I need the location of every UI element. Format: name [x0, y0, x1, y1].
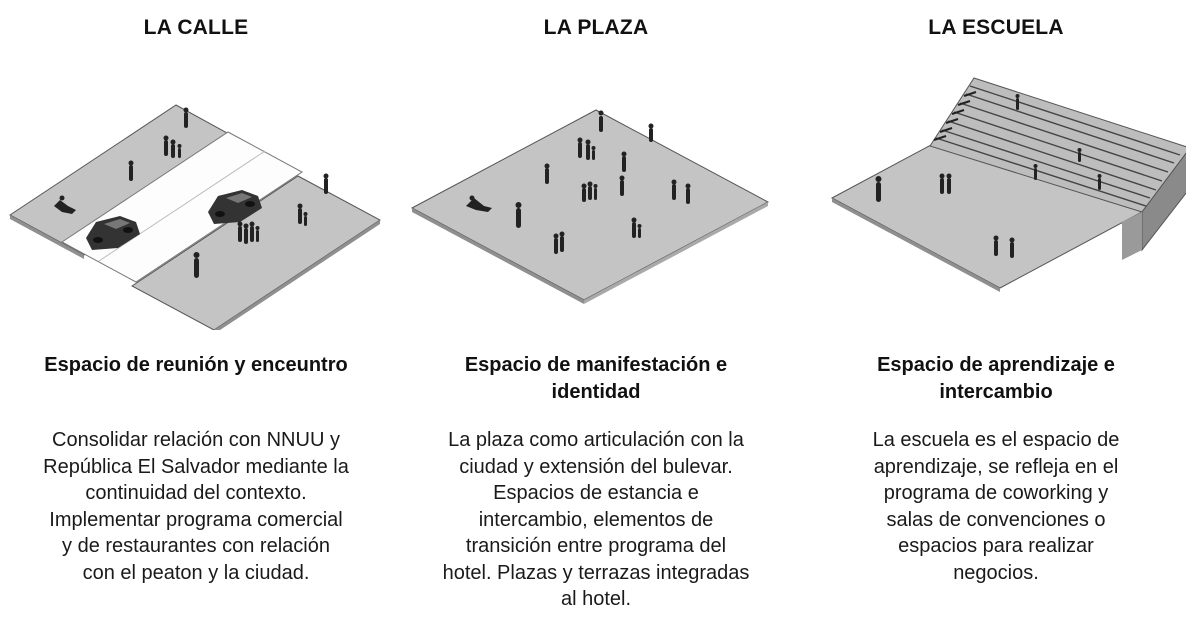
panel-title: LA CALLE — [143, 16, 249, 39]
heading-line: identidad — [551, 381, 641, 403]
description-line: continuidad del contexto. — [85, 482, 307, 504]
description-line: Consolidar relación con NNUU y — [52, 429, 340, 451]
heading-line: intercambio — [939, 381, 1053, 403]
panel-title: LA PLAZA — [543, 16, 649, 39]
panel-description: La plaza como articulación con la ciudad… — [406, 427, 786, 613]
panel-heading: Espacio de reunión y enceuntro — [44, 354, 348, 376]
description-line: hotel. Plazas y terrazas integradas — [442, 561, 750, 584]
description-line: programa de coworking y — [883, 482, 1109, 504]
panel-calle: LA CALLE — [6, 0, 386, 632]
panel-title: LA ESCUELA — [928, 16, 1064, 39]
panel-heading: Espacio de manifestación e identidad — [406, 352, 786, 406]
panel-description: Consolidar relación con NNUU y República… — [6, 427, 386, 586]
description-line: República El Salvador mediante la — [43, 455, 349, 478]
school-illustration — [806, 60, 1186, 330]
description-line: aprendizaje, se refleja en el — [873, 455, 1119, 478]
plaza-illustration — [406, 60, 786, 330]
heading-line: Espacio de manifestación e — [464, 354, 728, 376]
description-line: La escuela es el espacio de — [872, 429, 1120, 451]
description-line: transición entre programa del — [465, 535, 727, 557]
panel-heading: Espacio de aprendizaje e intercambio — [806, 352, 1186, 406]
heading-line: Espacio de aprendizaje e — [877, 354, 1115, 376]
description-line: al hotel. — [560, 588, 632, 610]
description-line: Implementar programa comercial — [49, 508, 343, 531]
description-line: salas de convenciones o — [886, 508, 1106, 531]
description-line: y de restaurantes con relación — [62, 535, 330, 557]
panel-plaza: LA PLAZA — [406, 0, 786, 632]
description-line: intercambio, elementos de — [478, 508, 714, 531]
description-line: espacios para realizar — [898, 535, 1094, 557]
panel-description: La escuela es el espacio de aprendizaje,… — [806, 427, 1186, 586]
description-line: ciudad y extensión del bulevar. — [459, 455, 733, 478]
description-line: negocios. — [953, 561, 1039, 584]
car-icon — [86, 216, 140, 250]
street-illustration — [6, 60, 386, 330]
description-line: con el peaton y la ciudad. — [82, 561, 310, 584]
description-line: Espacios de estancia e — [493, 482, 699, 504]
panel-escuela: LA ESCUELA — [806, 0, 1186, 632]
description-line: La plaza como articulación con la — [448, 429, 744, 451]
